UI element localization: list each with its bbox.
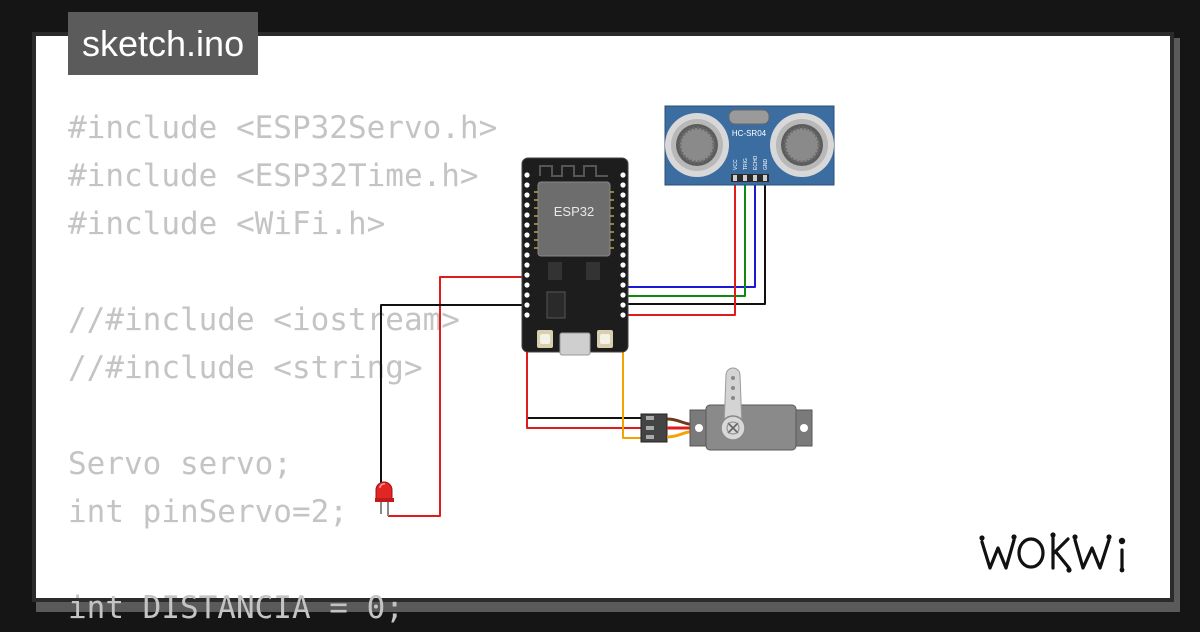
- code-line: #include <ESP32Servo.h>: [68, 110, 498, 146]
- mount-hole: [695, 424, 703, 432]
- servo-red-wire[interactable]: [526, 322, 643, 429]
- pin-label-echo: ECHO: [753, 155, 759, 170]
- usb-port-icon: [559, 332, 591, 356]
- led-red-wire[interactable]: [388, 276, 527, 517]
- esp32-module: [537, 181, 611, 257]
- antenna-icon: [539, 165, 608, 177]
- code-preview: #include <ESP32Servo.h> #include <ESP32Ti…: [68, 104, 497, 632]
- code-line: Servo servo;: [68, 446, 292, 482]
- pin-label-gnd: GND: [763, 159, 769, 171]
- header-pins: [524, 172, 626, 318]
- chip: [586, 262, 600, 280]
- red-led[interactable]: [375, 481, 394, 516]
- chip: [548, 262, 562, 280]
- pin-label-vcc: VCC: [733, 159, 739, 170]
- chip: [546, 291, 566, 319]
- module-pins: [534, 191, 614, 249]
- code-line: int DISTANCIA = 0;: [68, 590, 404, 626]
- filename-tab[interactable]: sketch.ino: [68, 12, 259, 75]
- code-line: #include <WiFi.h>: [68, 206, 386, 242]
- boot-button-cap: [540, 334, 550, 344]
- servo-motor[interactable]: [640, 367, 813, 451]
- esp32-label: ESP32: [554, 204, 594, 219]
- led-bulb-icon: [375, 481, 393, 501]
- en-button-cap: [600, 334, 610, 344]
- wokwi-logo: [979, 532, 1126, 573]
- hc-sr04-sensor[interactable]: HC-SR04 VCC TRIG ECHO GND: [664, 105, 835, 186]
- pin-label-trig: TRIG: [743, 158, 749, 170]
- code-line: int pinServo=2;: [68, 494, 348, 530]
- code-line: //#include <iostream>: [68, 302, 460, 338]
- sensor-label: HC-SR04: [732, 129, 767, 138]
- crystal-icon: [728, 109, 770, 125]
- mount-hole: [800, 424, 808, 432]
- esp32-board[interactable]: ESP32: [521, 157, 629, 356]
- led-black-wire[interactable]: [380, 304, 527, 512]
- sensor-pin-labels: VCC TRIG ECHO GND: [733, 155, 769, 170]
- sensor-pin-header: [731, 174, 769, 182]
- code-line: #include <ESP32Time.h>: [68, 158, 479, 194]
- code-line: //#include <string>: [68, 350, 423, 386]
